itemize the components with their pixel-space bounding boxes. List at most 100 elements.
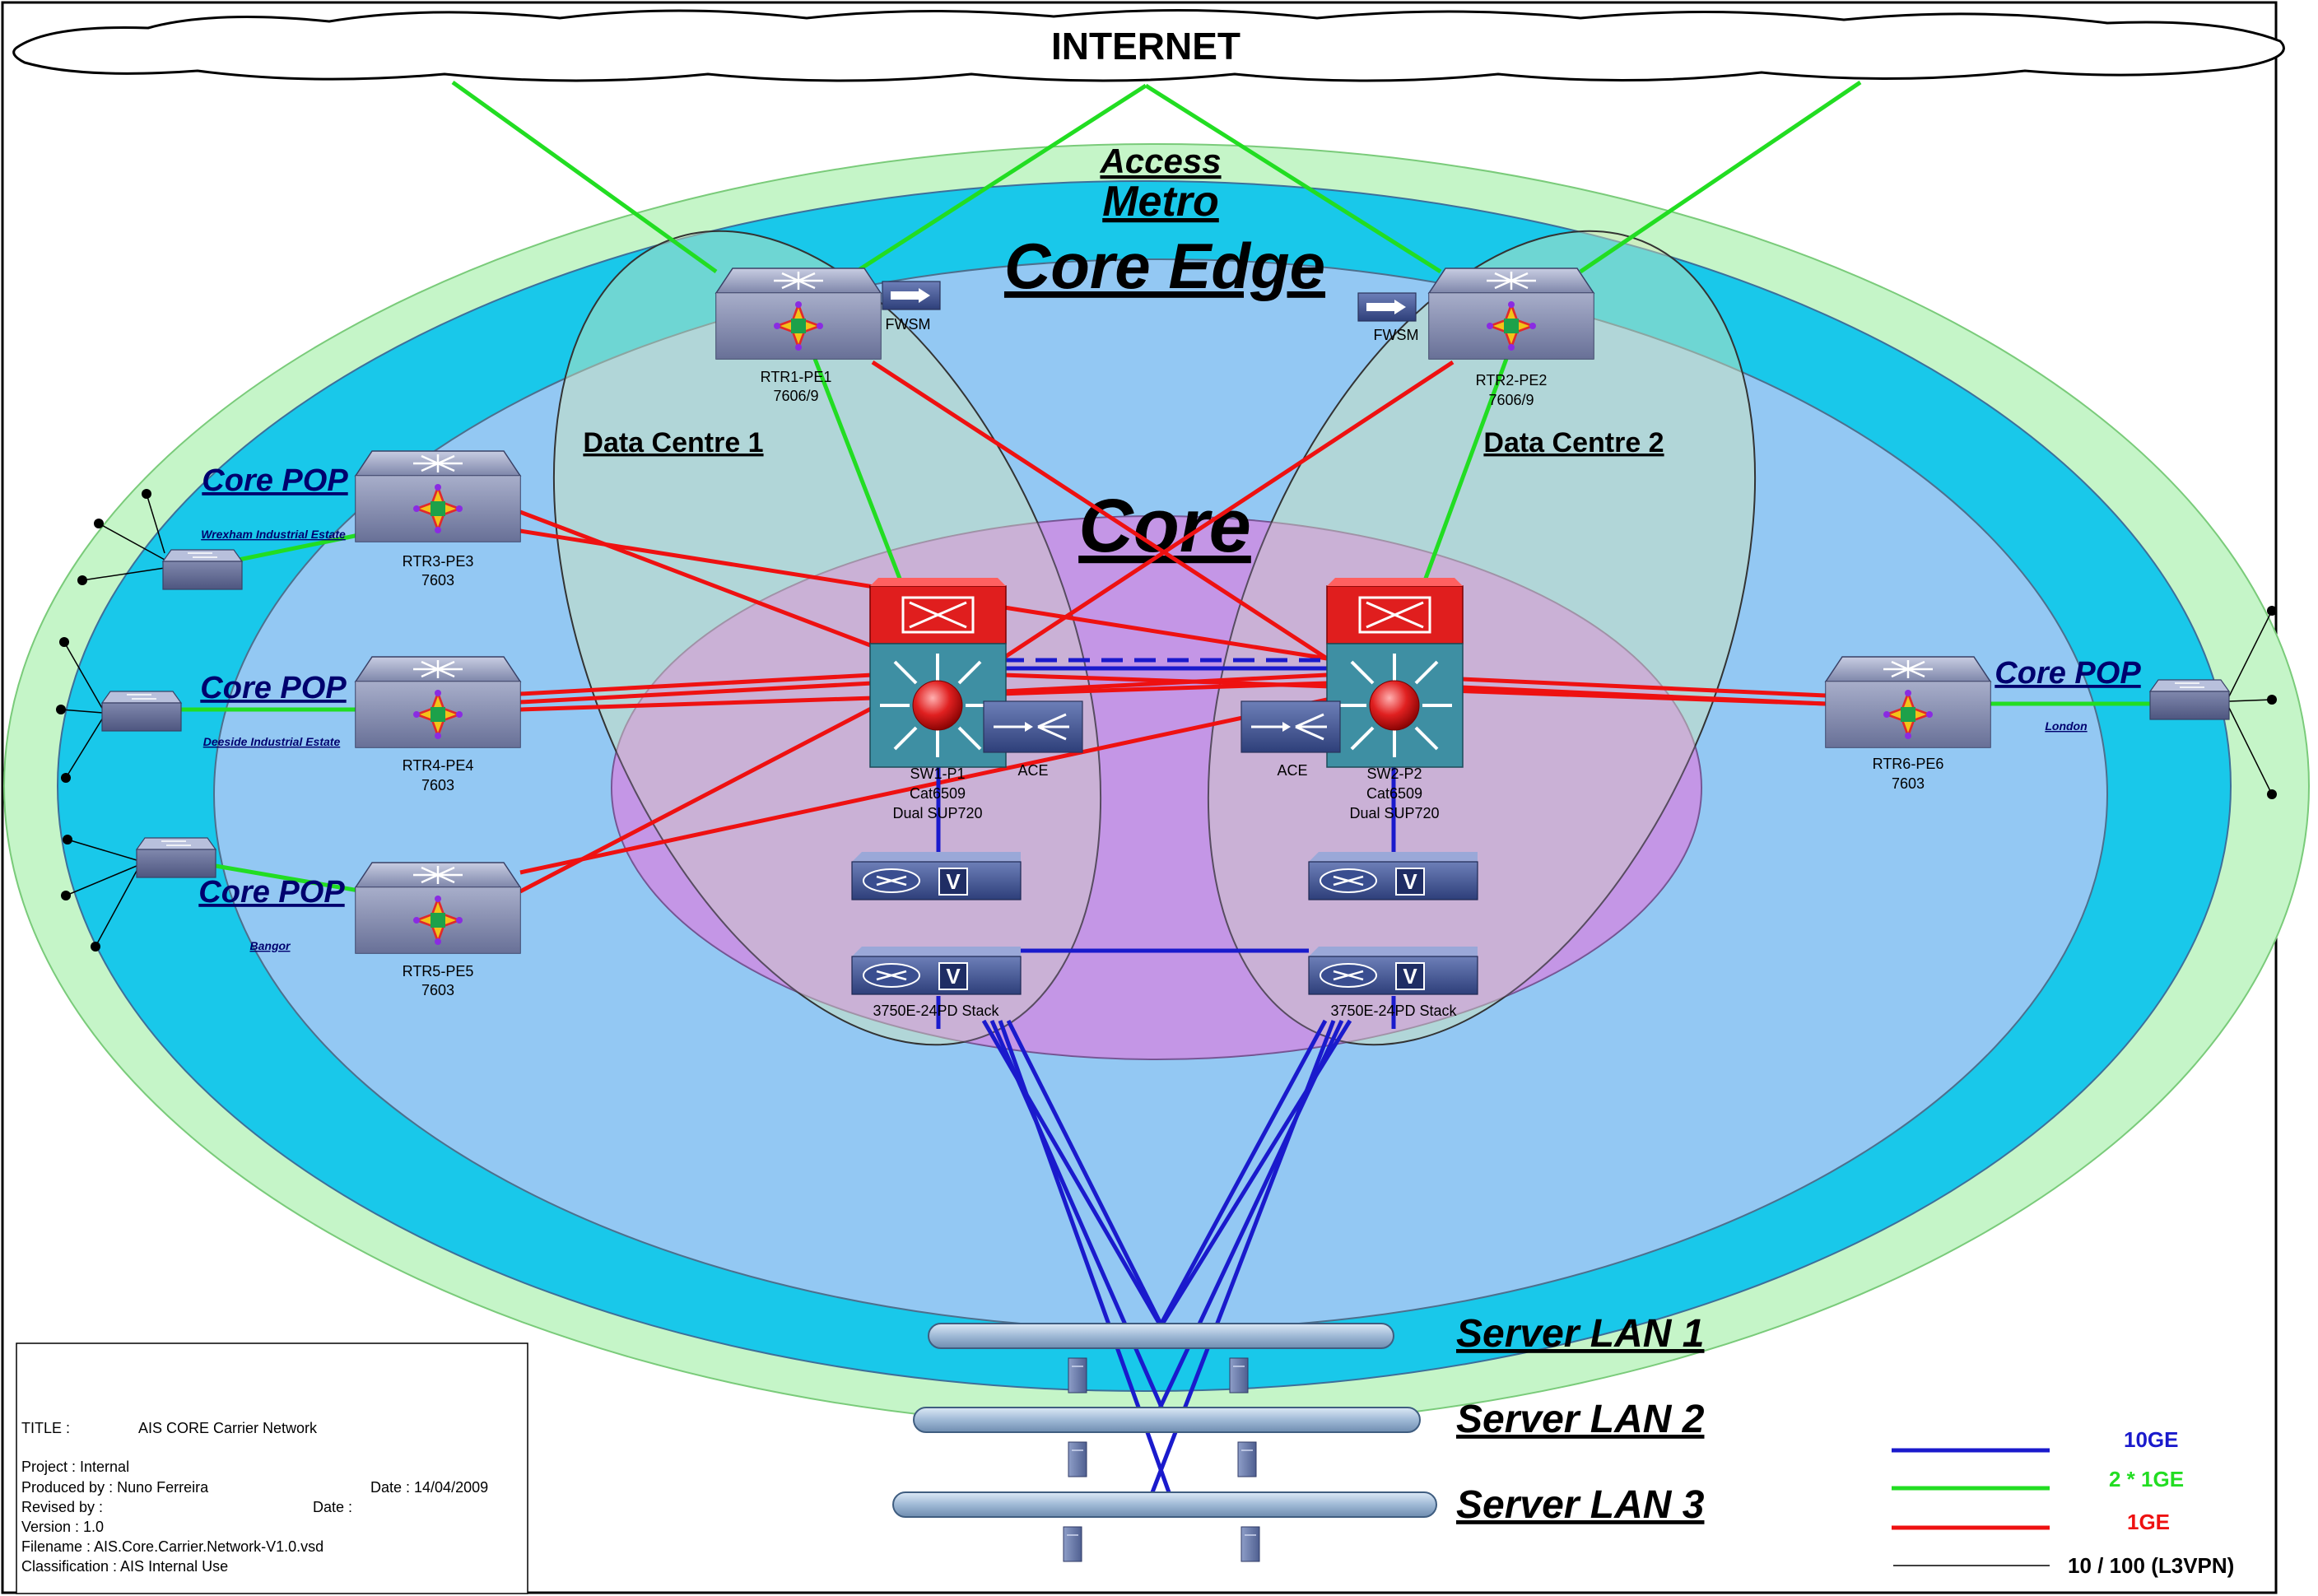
rtr5-model: 7603 (421, 982, 454, 998)
fwsm-label: FWSM (886, 316, 931, 333)
sw2-sup: Dual SUP720 (1349, 805, 1439, 821)
stack-switch-icon (850, 945, 1022, 996)
sw1-name: SW1-P1 (910, 765, 965, 782)
stack-1-label: 3750E-24PD Stack (873, 1003, 999, 1019)
server-lan-2-label: Server LAN 2 (1456, 1398, 1705, 1441)
produced-date: Date : 14/04/2009 (370, 1479, 488, 1496)
legend-label-2x1ge: 2 * 1GE (2109, 1467, 2184, 1491)
link-internet-rtr2-b (1579, 80, 1862, 274)
rtr6-model: 7603 (1892, 775, 1925, 792)
title-block: TITLE : AIS CORE Carrier Network Project… (16, 1342, 528, 1594)
fwsm-label: FWSM (1374, 327, 1419, 343)
data-centre-1-zone (552, 230, 1102, 1046)
fwsm-icon (882, 281, 941, 310)
server-lan-3-label: Server LAN 3 (1456, 1483, 1705, 1527)
l3vpn-endpoints (56, 489, 2277, 952)
title-key: TITLE : (21, 1420, 70, 1436)
link-rtr4-sw1-a (519, 672, 873, 696)
rtr1-pe1[interactable]: FWSM RTR1-PE1 7606/9 (714, 267, 941, 404)
server-lan-2[interactable]: Server LAN 2 (913, 1398, 1705, 1477)
core-switch-icon (1325, 576, 1464, 769)
sw1-p1[interactable]: ACE SW1-P1 Cat6509 Dual SUP720 (868, 576, 1084, 821)
ace-label: ACE (1017, 762, 1048, 779)
link-stack1-lan2-a (989, 1019, 1171, 1426)
sw2-name: SW2-P2 (1366, 765, 1422, 782)
stack-switch-icon (1307, 850, 1479, 901)
pop-switch-bangor-icon[interactable] (136, 837, 216, 878)
stack-switch-icon (850, 850, 1022, 901)
title-value: AIS CORE Carrier Network (138, 1420, 318, 1436)
access-label: Access (1099, 142, 1221, 180)
rtr1-name: RTR1-PE1 (761, 369, 832, 385)
pop-switch-wrexham-icon[interactable] (162, 549, 243, 590)
rtr3-name: RTR3-PE3 (403, 553, 474, 570)
lan-bus (913, 1407, 1421, 1433)
server-icon (1229, 1357, 1249, 1394)
router-icon (354, 449, 522, 543)
links-10ge (936, 658, 1396, 1493)
router-icon (1824, 655, 1992, 749)
link-internet-rtr2-a (1144, 83, 1442, 274)
link-rtr5-sw2 (519, 697, 1328, 875)
stack-1[interactable]: 3750E-24PD Stack (850, 850, 1022, 1019)
server-icon (1068, 1441, 1087, 1477)
link-rtr2-sw1 (1001, 360, 1455, 661)
fwsm-icon (1357, 292, 1417, 322)
router-icon (354, 655, 522, 749)
rtr5-pe5[interactable]: RTR5-PE5 7603 (354, 861, 522, 998)
pop-switch-london-icon[interactable] (2149, 679, 2230, 720)
revised-by-line: Revised by : (21, 1499, 103, 1515)
legend-label-l3vpn: 10 / 100 (L3VPN) (2068, 1553, 2234, 1578)
server-icon (1063, 1526, 1082, 1562)
link-stack1-lan1-b (1006, 1019, 1171, 1342)
revised-date: Date : (313, 1499, 352, 1515)
link-internet-rtr1-b (854, 83, 1147, 274)
link-pop-rtr3 (238, 533, 360, 562)
core-edge-label: Core Edge (1004, 230, 1325, 302)
rtr6-name: RTR6-PE6 (1873, 756, 1944, 772)
server-lan-1-label: Server LAN 1 (1456, 1312, 1704, 1356)
stack-2-label: 3750E-24PD Stack (1330, 1003, 1457, 1019)
pop-switch-deeside-icon[interactable] (101, 691, 182, 732)
link-rtr1-sw1 (812, 358, 904, 584)
pop-london-title: Core POP (1995, 656, 2141, 691)
internet-cloud: INTERNET (12, 8, 2285, 82)
rtr6-pe6[interactable]: RTR6-PE6 7603 (1824, 655, 1992, 792)
rtr2-name: RTR2-PE2 (1476, 372, 1548, 389)
server-icon (1240, 1526, 1260, 1562)
pop-bangor-site: Bangor (250, 939, 292, 952)
pop-london-site: London (2045, 719, 2087, 733)
link-rtr1-sw2 (871, 360, 1329, 661)
rtr3-model: 7603 (421, 572, 454, 589)
stack-switch-icon (1307, 945, 1479, 996)
legend-label-1ge: 1GE (2127, 1510, 2170, 1534)
link-rtr4-sw1-b (519, 681, 873, 705)
project-line: Project : Internal (21, 1459, 129, 1475)
sw1-sup: Dual SUP720 (892, 805, 982, 821)
produced-by-line: Produced by : Nuno Ferreira (21, 1479, 209, 1496)
rtr3-pe3[interactable]: RTR3-PE3 7603 (354, 449, 522, 589)
server-lan-1[interactable]: Server LAN 1 (928, 1312, 1704, 1394)
legend: 10GE 2 * 1GE 1GE 10 / 100 (L3VPN) (1892, 1427, 2234, 1578)
internet-label: INTERNET (1051, 25, 1240, 67)
server-lan-3[interactable]: Server LAN 3 (892, 1483, 1705, 1562)
sw2-p2[interactable]: ACE SW2-P2 Cat6509 Dual SUP720 (1240, 576, 1464, 821)
pop-wrexham-title: Core POP (202, 463, 348, 498)
lan-bus (928, 1323, 1394, 1349)
server-icon (1068, 1357, 1087, 1394)
core-label: Core (1078, 484, 1251, 568)
stack-2[interactable]: 3750E-24PD Stack (1307, 850, 1479, 1019)
link-stack2-lan1-b (1150, 1019, 1328, 1342)
link-pop-rtr5 (215, 863, 360, 893)
rtr2-pe2[interactable]: FWSM RTR2-PE2 7606/9 (1357, 267, 1595, 408)
rtr1-model: 7606/9 (773, 388, 818, 404)
ace-icon (982, 700, 1084, 754)
rtr4-pe4[interactable]: RTR4-PE4 7603 (354, 655, 522, 793)
ace-label: ACE (1277, 762, 1307, 779)
version-line: Version : 1.0 (21, 1519, 104, 1535)
rtr5-name: RTR5-PE5 (403, 963, 474, 979)
link-rtr2-sw2 (1422, 358, 1509, 584)
sw1-model: Cat6509 (910, 785, 966, 802)
link-sw2-rtr6-b (1460, 685, 1827, 706)
